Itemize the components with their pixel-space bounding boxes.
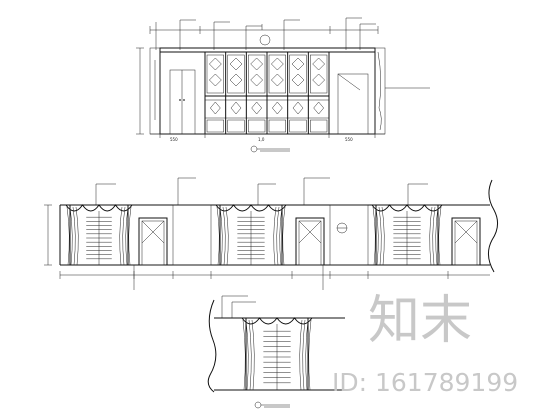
door-2 (295, 217, 325, 266)
curtain-drape-left (375, 206, 379, 266)
diamond-ornament (270, 57, 284, 71)
curtain-drape-right (279, 206, 283, 266)
door-3 (451, 217, 481, 266)
diamond-ornament (270, 73, 284, 87)
curtain-drape-right (276, 206, 280, 266)
curtain-drape-left (381, 206, 385, 266)
cabinet-door-upper (289, 54, 307, 94)
curtain-drape-left (225, 206, 229, 266)
curtain-drape-right (125, 206, 129, 266)
cabinet-door-upper (248, 54, 266, 94)
curtain-drape-right (429, 206, 433, 266)
curtain-drape-left (75, 206, 79, 266)
curtain-drape-right (432, 206, 436, 266)
curtain-drape-left (66, 206, 70, 266)
curtain-drape-left (248, 319, 252, 391)
elevation-window-wall (44, 177, 498, 290)
curtain-drape-right (299, 319, 303, 391)
curtain-drape-left (378, 206, 382, 266)
curtain-drape-right (122, 206, 126, 266)
curtain-drape-right (435, 206, 439, 266)
cabinet-door-upper (206, 54, 224, 94)
cabinet-drawer (310, 119, 328, 133)
diamond-ornament (229, 73, 243, 87)
curtain-drape-left (216, 206, 220, 266)
cabinet-door-upper (227, 54, 245, 94)
diamond-ornament (292, 101, 304, 115)
curtain-drape-left (372, 206, 376, 266)
watermark: 知末 ID: 161789199 (332, 291, 518, 397)
curtain-drape-left (222, 206, 226, 266)
svg-text:550: 550 (170, 137, 178, 142)
svg-text:1,0: 1,0 (258, 137, 265, 142)
cabinet-drawer (289, 119, 307, 133)
diamond-ornament (291, 73, 305, 87)
diamond-ornament (210, 101, 221, 115)
curtain-drape-right (438, 206, 442, 266)
curtain-drape-right (282, 206, 286, 266)
curtain-window-bottom (241, 317, 313, 391)
watermark-brand: 知末 (368, 291, 472, 351)
cabinet-drawer (227, 119, 245, 133)
door-1 (138, 217, 168, 266)
curtain-drape-right (305, 319, 309, 391)
diamond-ornament (272, 101, 283, 115)
curtain-drape-right (128, 206, 132, 266)
cabinet-columns (206, 52, 328, 134)
cabinet-drawer (248, 119, 266, 133)
curtain-drape-left (245, 319, 249, 391)
watermark-id: ID: 161789199 (332, 368, 518, 397)
cabinet-drawer (268, 119, 286, 133)
curtain-drape-left (251, 319, 255, 391)
diamond-ornament (312, 57, 326, 71)
cabinet-door-upper (310, 54, 328, 94)
diamond-ornament (230, 101, 242, 115)
elevation-cabinet-wall: 1,0 550 550 (136, 17, 430, 153)
curtain-drape-right (308, 319, 312, 391)
curtain-drape-left (242, 319, 246, 391)
diamond-ornament (229, 57, 243, 71)
diamond-ornament (250, 57, 264, 71)
cabinet-drawer (206, 119, 224, 133)
diamond-ornament (208, 73, 222, 87)
curtain-drape-right (273, 206, 277, 266)
curtain-drape-left (72, 206, 76, 266)
curtain-windows (65, 204, 443, 266)
curtain-drape-right (302, 319, 306, 391)
elevation-single-window (207, 295, 345, 409)
diamond-ornament (313, 101, 324, 115)
curtain-drape-right (119, 206, 123, 266)
diamond-ornament (312, 73, 326, 87)
diamond-ornament (291, 57, 305, 71)
curtain-drape-left (69, 206, 73, 266)
cabinet-door-upper (268, 54, 286, 94)
curtain-drape-left (219, 206, 223, 266)
diamond-ornament (208, 57, 222, 71)
diamond-ornament (250, 73, 264, 87)
svg-text:550: 550 (345, 137, 353, 142)
top-callouts (155, 17, 376, 50)
diamond-ornament (251, 101, 262, 115)
